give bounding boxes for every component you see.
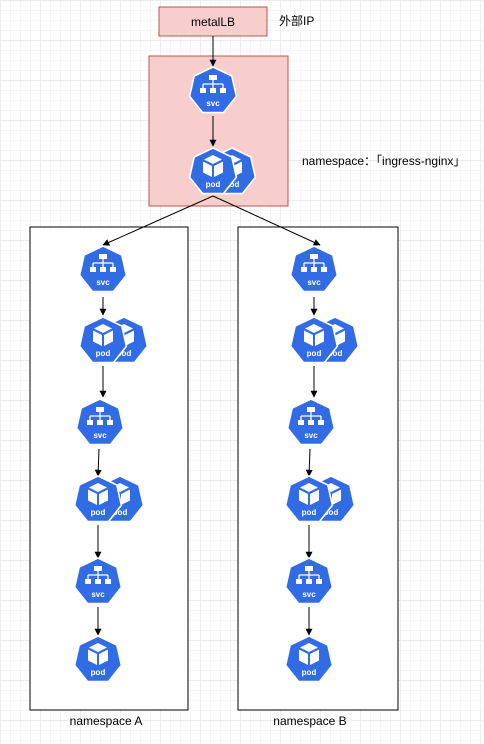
ns-a-pod-1-back-icon: pod xyxy=(101,317,148,363)
ns-a-pod-stack-1[interactable]: pod pod xyxy=(80,317,148,363)
ns-a-svc-2-icon[interactable]: svc xyxy=(77,399,124,445)
ns-a-pod-1-icon: pod xyxy=(80,317,127,363)
ns-b-pod-stack-2[interactable]: pod pod xyxy=(286,476,355,522)
ns-b-pod-2-icon: pod xyxy=(286,476,333,522)
svg-text:pod: pod xyxy=(307,349,322,358)
ingress-svc-label: svc xyxy=(206,99,220,108)
svg-text:pod: pod xyxy=(206,180,221,189)
ingress-svc-icon[interactable]: svc xyxy=(190,67,237,113)
svg-text:pod: pod xyxy=(91,668,106,677)
svg-text:pod: pod xyxy=(302,508,317,517)
namespace-b-label: namespace B xyxy=(273,714,346,728)
ingress-pod-icon: pod xyxy=(190,148,237,194)
edge-ingress-pod-to-ns-a xyxy=(102,195,214,246)
edge-b-svc2-pod2 xyxy=(305,448,313,477)
ns-a-pod-stack-2[interactable]: pod pod xyxy=(75,476,144,522)
ns-a-svc-3-icon[interactable]: svc xyxy=(75,558,122,604)
namespace-a-label: namespace A xyxy=(70,714,143,728)
ns-b-pod-stack-1[interactable]: pod pod xyxy=(291,317,359,363)
svg-text:svc: svc xyxy=(96,278,110,287)
ns-a-pod-2-icon: pod xyxy=(75,476,122,522)
svg-text:pod: pod xyxy=(302,668,317,677)
namespace-b-box[interactable] xyxy=(237,226,399,711)
svg-text:svc: svc xyxy=(91,590,105,599)
ns-b-pod-2-back-icon: pod xyxy=(308,476,355,522)
svg-text:svc: svc xyxy=(304,431,318,440)
ns-b-pod-1-back-icon: pod xyxy=(312,317,359,363)
ingress-pod-back-icon: pod xyxy=(209,148,256,194)
edge-a-svc2-pod2 xyxy=(94,448,102,477)
external-ip-label: 外部IP xyxy=(279,13,314,28)
svg-text:pod: pod xyxy=(96,349,111,358)
metallb-box[interactable]: metalLB xyxy=(158,6,268,37)
metallb-label: metalLB xyxy=(191,15,235,29)
ingress-namespace-label: namespace：「ingress-nginx」 xyxy=(302,154,465,168)
svg-text:pod: pod xyxy=(117,349,132,358)
svg-text:svc: svc xyxy=(302,590,316,599)
svg-text:svc: svc xyxy=(93,431,107,440)
ns-b-svc-3-icon[interactable]: svc xyxy=(286,558,333,604)
ns-b-svc-2-icon[interactable]: svc xyxy=(288,399,335,445)
svg-text:pod: pod xyxy=(91,508,106,517)
namespace-a-box[interactable] xyxy=(29,226,189,711)
svg-text:pod: pod xyxy=(324,508,339,517)
connectors xyxy=(94,36,321,636)
ns-b-pod-3-icon[interactable]: pod xyxy=(286,636,333,682)
edge-ingress-pod-to-ns-b xyxy=(212,195,321,246)
ns-a-pod-2-back-icon: pod xyxy=(97,476,144,522)
ns-b-svc-1-icon[interactable]: svc xyxy=(291,246,338,292)
svg-text:pod: pod xyxy=(328,349,343,358)
svg-text:pod: pod xyxy=(113,508,128,517)
svg-text:svc: svc xyxy=(307,278,321,287)
ingress-pod-stack[interactable]: pod pod xyxy=(190,148,256,194)
ns-a-pod-3-icon[interactable]: pod xyxy=(75,636,122,682)
ns-a-svc-1-icon[interactable]: svc xyxy=(80,246,127,292)
ns-b-pod-1-icon: pod xyxy=(291,317,338,363)
svg-text:pod: pod xyxy=(225,180,240,189)
